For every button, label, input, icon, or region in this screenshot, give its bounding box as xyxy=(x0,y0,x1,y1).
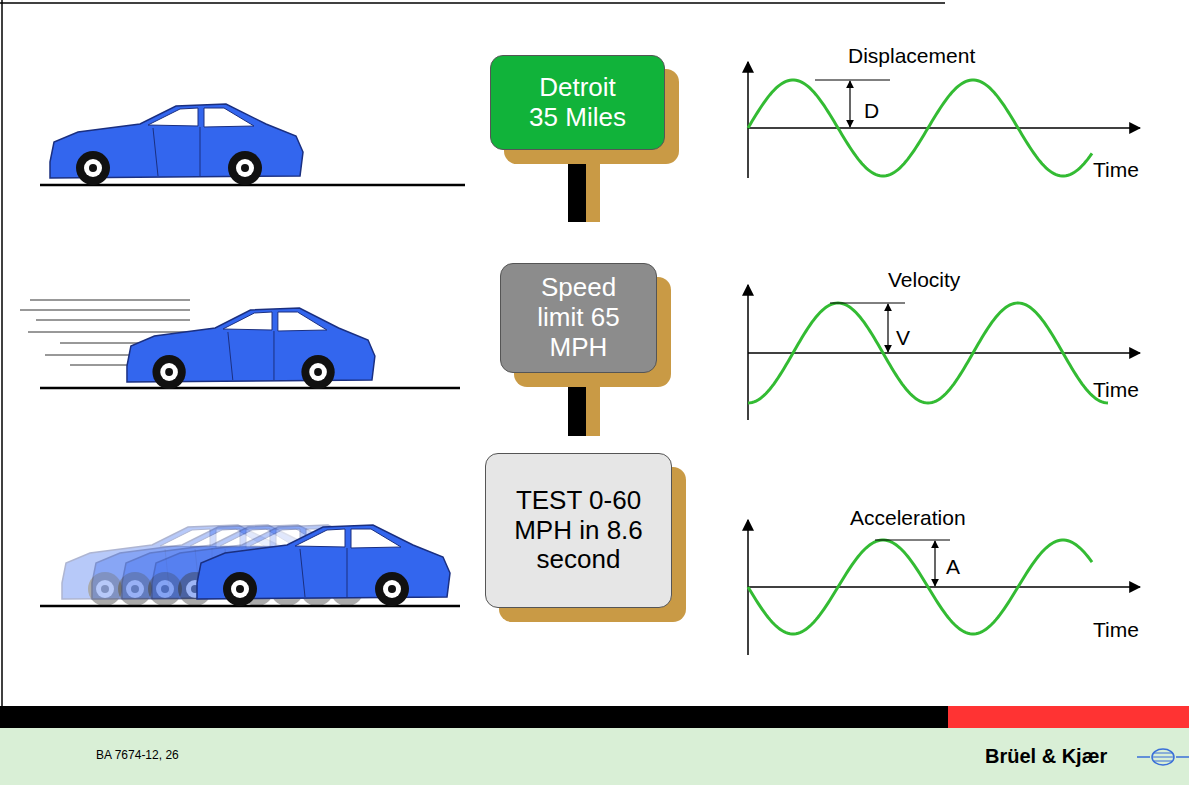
axis-title: Velocity xyxy=(888,268,960,291)
road-line xyxy=(40,387,460,390)
axis-label: Time xyxy=(1093,378,1139,401)
peak-line xyxy=(875,540,950,541)
axis-title: Displacement xyxy=(848,44,975,67)
amplitude-label: D xyxy=(864,99,879,122)
amplitude-label: A xyxy=(946,555,960,578)
peak-line xyxy=(815,80,890,81)
sign-text: Speed limit 65 MPH xyxy=(523,273,635,363)
footer-bar xyxy=(0,706,948,728)
amplitude-arrow xyxy=(849,81,850,127)
speed-line xyxy=(20,310,190,311)
sine-wave xyxy=(748,80,1092,176)
speed-line xyxy=(36,320,190,321)
sign-pole xyxy=(568,150,586,222)
peak-line xyxy=(830,303,905,304)
footer-bar xyxy=(948,706,1189,728)
test-sign: TEST 0-60 MPH in 8.6 second xyxy=(485,453,672,608)
car xyxy=(50,104,303,185)
amplitude-arrow xyxy=(934,541,935,586)
time-axis xyxy=(748,586,1140,588)
axis-label: Time xyxy=(1093,158,1139,181)
axis-label: Time xyxy=(1093,618,1139,641)
y-axis xyxy=(747,62,749,178)
speed-line xyxy=(30,300,190,301)
sine-wave xyxy=(748,303,1108,403)
frame-line xyxy=(1,0,3,785)
car xyxy=(197,525,450,606)
amplitude-arrow xyxy=(887,304,888,352)
time-axis xyxy=(748,352,1140,354)
car xyxy=(127,308,375,389)
road-sign: Detroit 35 Miles xyxy=(490,55,665,150)
axis-title: Acceleration xyxy=(850,506,966,529)
sine-wave xyxy=(748,540,1092,634)
frame-line xyxy=(0,2,945,4)
footer-panel xyxy=(0,728,1189,785)
amplitude-label: V xyxy=(896,326,910,349)
sign-text: TEST 0-60 MPH in 8.6 second xyxy=(513,486,645,576)
speed-line xyxy=(28,332,190,333)
brand-name: Brüel & Kjær xyxy=(985,745,1107,767)
road-line xyxy=(40,184,465,187)
sign-text: Detroit 35 Miles xyxy=(522,73,634,133)
logo-globe xyxy=(1137,749,1189,765)
sign-pole xyxy=(568,372,586,436)
speed-sign: Speed limit 65 MPH xyxy=(500,263,657,373)
footer-code: BA 7674-12, 26 xyxy=(96,749,179,762)
time-axis xyxy=(748,127,1140,129)
